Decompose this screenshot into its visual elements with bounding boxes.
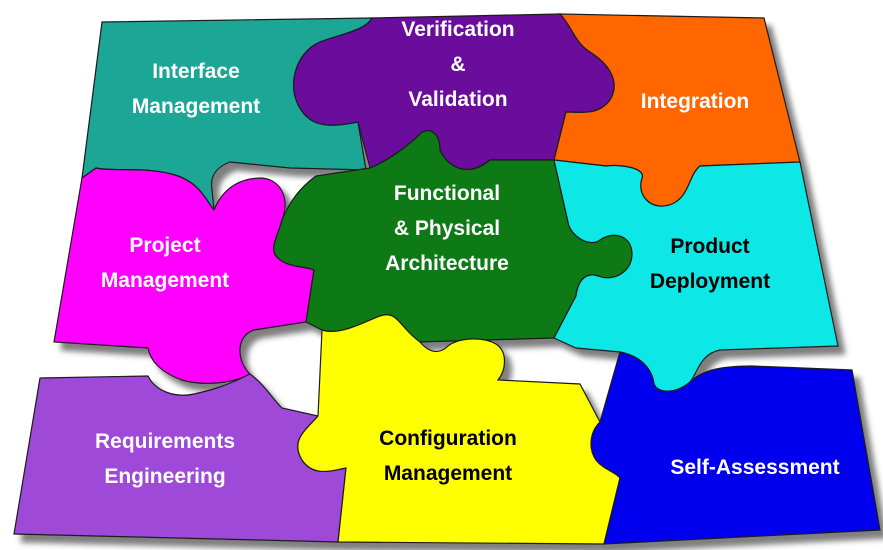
verification-label-line: & (450, 53, 465, 76)
interface-label-line: Interface (152, 60, 240, 83)
piece-requirements-engineering (13, 373, 347, 543)
functional-label-line: & Physical (394, 217, 500, 240)
configuration-label-line: Management (384, 462, 512, 485)
interface-label-line: Management (132, 95, 260, 118)
functional-label-line: Functional (394, 182, 500, 205)
project-label-line: Management (101, 269, 229, 292)
label-integration: Integration (641, 90, 750, 113)
selfassessment-label-line: Self-Assessment (670, 456, 839, 479)
integration-label-line: Integration (641, 90, 750, 113)
verification-label-line: Validation (408, 88, 507, 111)
deployment-label-line: Product (670, 235, 749, 258)
configuration-label-line: Configuration (379, 427, 517, 450)
piece-self-assessment (590, 351, 881, 545)
functional-label-line: Architecture (385, 252, 509, 275)
label-verification-validation: Verification & Validation (401, 18, 514, 111)
label-self-assessment: Self-Assessment (670, 456, 839, 479)
project-label-line: Project (129, 234, 200, 257)
deployment-label-line: Deployment (650, 270, 770, 293)
requirements-label-line: Requirements (95, 430, 235, 453)
piece-configuration-management (297, 314, 621, 545)
verification-label-line: Verification (401, 18, 514, 41)
requirements-label-line: Engineering (104, 465, 225, 488)
